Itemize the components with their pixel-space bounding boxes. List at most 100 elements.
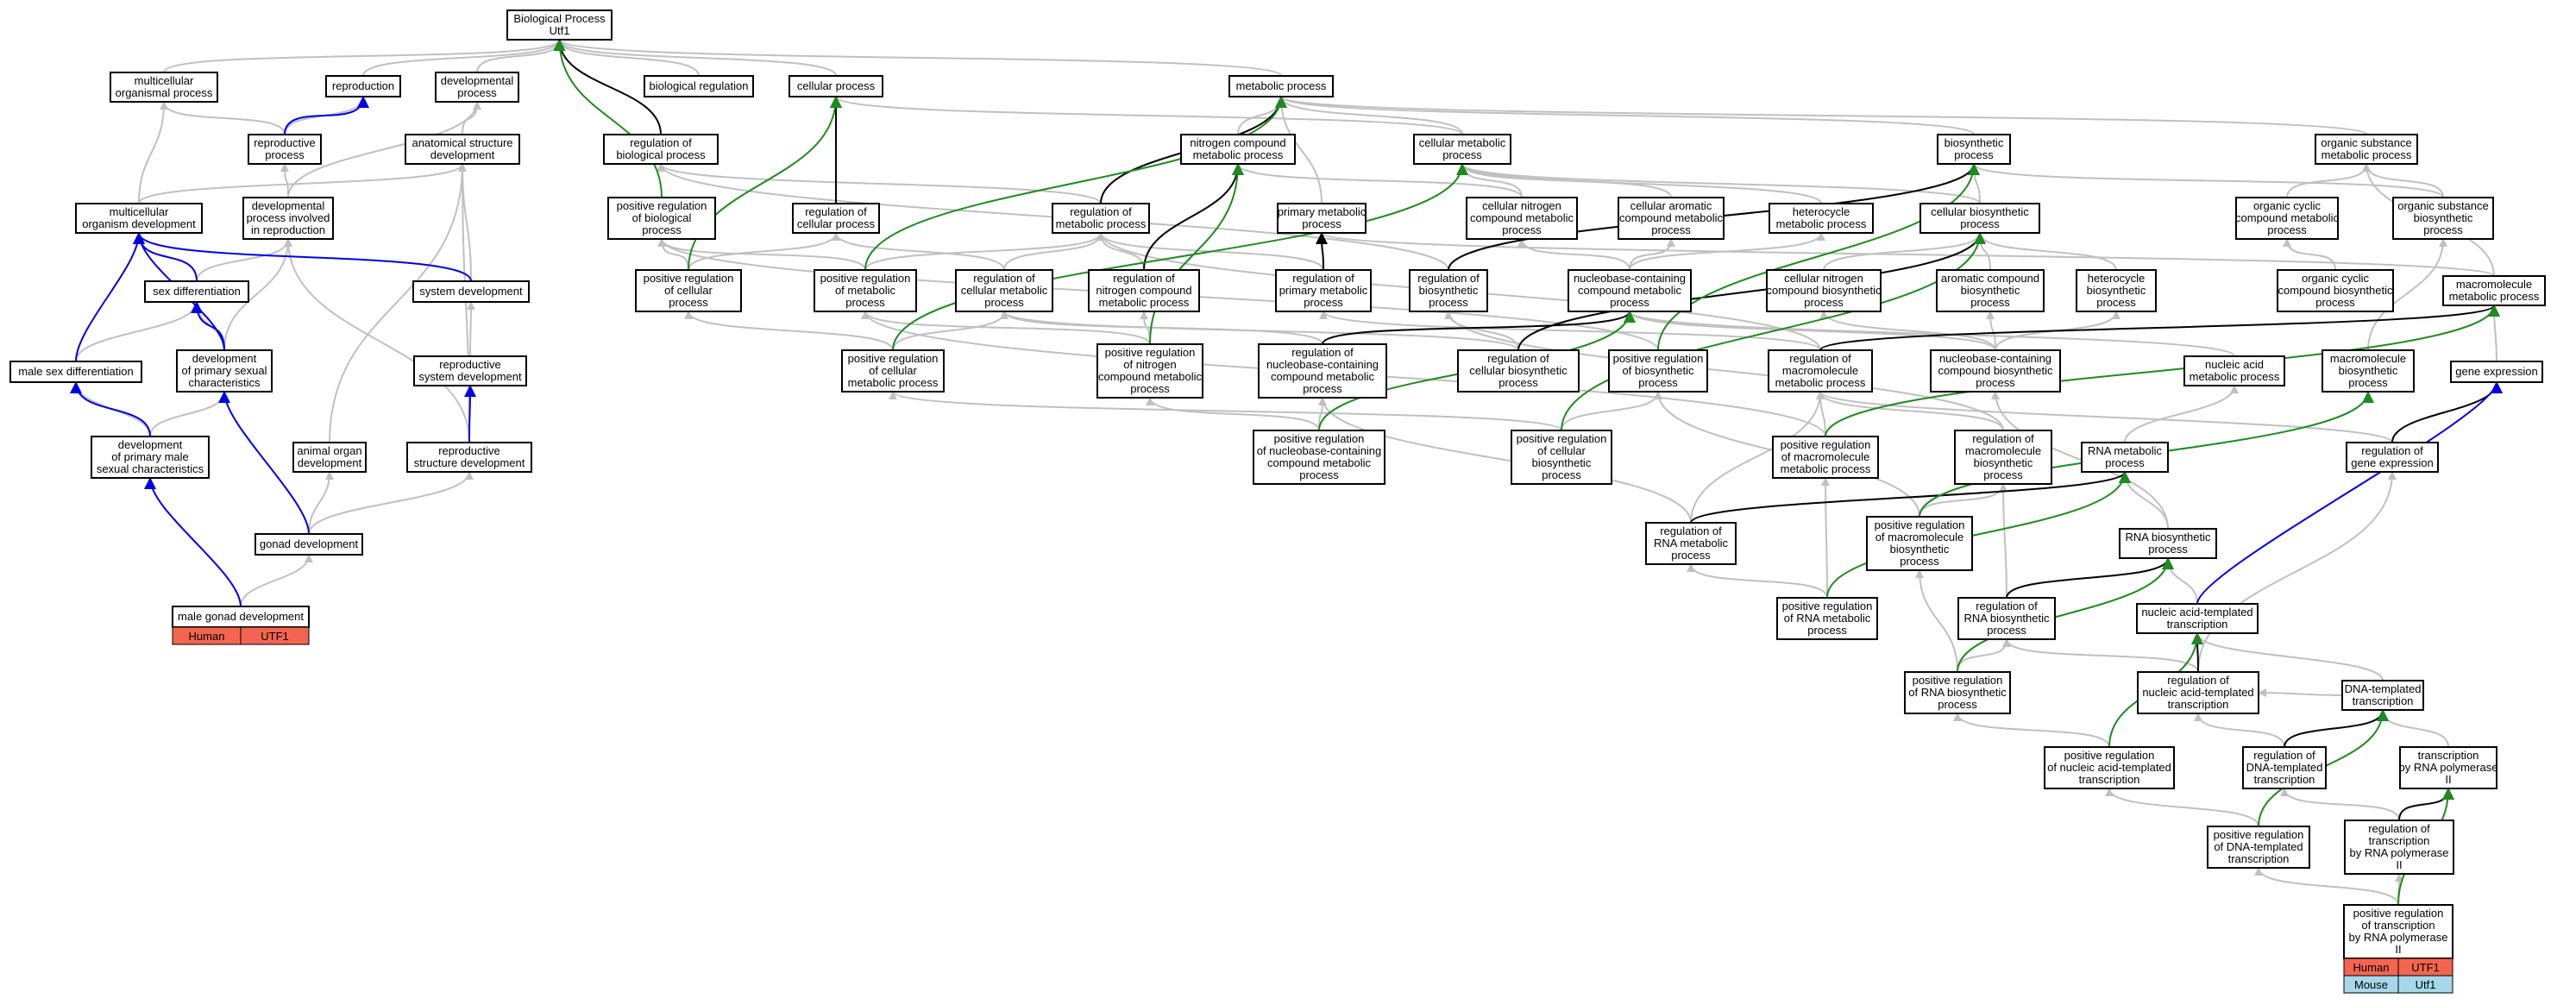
go-term-label: transcription — [2369, 834, 2430, 847]
go-term-label: of primary male — [111, 450, 189, 463]
edge-bios-to-metp — [1277, 96, 1975, 135]
edge-prrnabp-to-rnabp — [1957, 557, 2174, 673]
go-term-sexd[interactable]: sex differentiation — [144, 280, 249, 303]
go-term-cellp[interactable]: cellular process — [789, 75, 883, 97]
go-term-label: organic cyclic — [2253, 199, 2322, 212]
go-term-gd[interactable]: gonad development — [254, 533, 363, 556]
go-term-label: process — [265, 148, 305, 161]
go-term-label: positive regulation — [820, 272, 911, 285]
edge-cbp-to-bios — [1970, 163, 1981, 204]
go-term-metp[interactable]: metabolic process — [1228, 75, 1334, 97]
edge-prrnabp-to-prmbp — [1915, 569, 1958, 673]
go-term-sysd[interactable]: system development — [412, 280, 530, 303]
go-term-label: process — [1302, 217, 1341, 230]
go-term-box — [406, 442, 532, 473]
go-term-mgd[interactable]: male gonad development — [172, 606, 310, 628]
go-term-label: organic substance — [2321, 136, 2412, 149]
go-term-label: cellular process — [797, 79, 876, 92]
go-term-label: macromolecule — [2456, 278, 2532, 291]
go-term-breg[interactable]: biological regulation — [644, 75, 754, 97]
go-term-label: regulation of — [630, 136, 692, 149]
go-term-label: process — [1610, 296, 1649, 309]
go-term-repro[interactable]: reproduction — [325, 75, 401, 97]
go-term-label: male sex differentiation — [18, 365, 133, 378]
go-term-ge[interactable]: gene expression — [2450, 361, 2543, 383]
go-term-rnccmp[interactable]: regulation ofnucleobase-containingcompou… — [1258, 343, 1387, 399]
edge-namp-to-nccmp — [1625, 311, 2235, 357]
go-term-label: II — [2396, 858, 2402, 871]
go-term-rmbp[interactable]: regulation ofmacromoleculebiosyntheticpr… — [1954, 430, 2052, 485]
go-term-msd[interactable]: male sex differentiation — [9, 361, 142, 383]
go-term-label: biosynthetic — [1532, 456, 1592, 469]
go-term-box — [2341, 680, 2424, 711]
